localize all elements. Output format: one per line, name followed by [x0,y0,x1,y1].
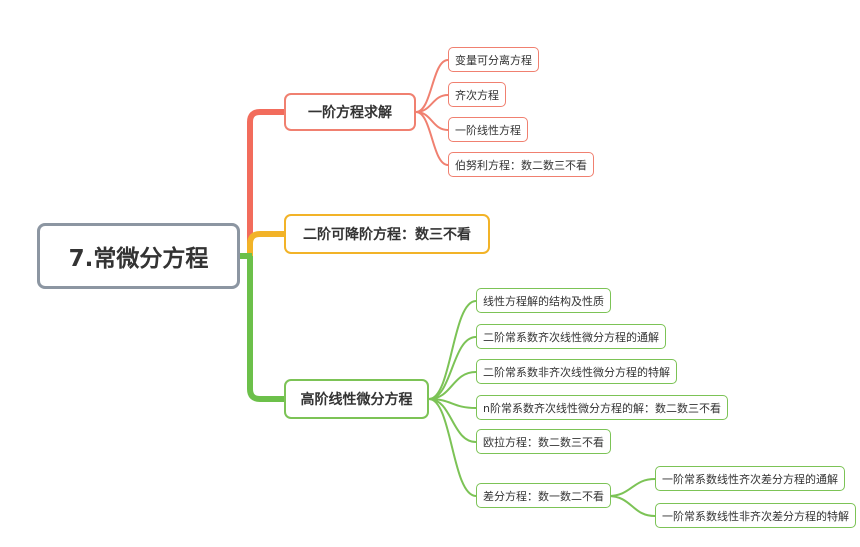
root-node[interactable]: 7.常微分方程 [37,223,240,289]
leaf-separable[interactable]: 变量可分离方程 [448,47,539,72]
leaf-nth-order[interactable]: n阶常系数齐次线性微分方程的解：数二数三不看 [476,395,728,420]
links-branch-3 [428,300,656,517]
leaf-second-order-nonhomog[interactable]: 二阶常系数非齐次线性微分方程的特解 [476,359,677,384]
links-branch-1 [415,59,449,166]
leaf-euler[interactable]: 欧拉方程：数二数三不看 [476,429,611,454]
leaf-homogeneous[interactable]: 齐次方程 [448,82,506,107]
branch-reducible-second-order[interactable]: 二阶可降阶方程：数三不看 [284,214,490,254]
subleaf-difference-nonhomog[interactable]: 一阶常系数线性非齐次差分方程的特解 [655,503,856,528]
leaf-solution-structure[interactable]: 线性方程解的结构及性质 [476,288,611,313]
branch-higher-order-linear[interactable]: 高阶线性微分方程 [284,379,429,419]
trunk-yellow [240,231,284,259]
leaf-second-order-homog[interactable]: 二阶常系数齐次线性微分方程的通解 [476,324,666,349]
trunk-red [247,109,284,256]
leaf-first-order-linear[interactable]: 一阶线性方程 [448,117,528,142]
subleaf-difference-homog[interactable]: 一阶常系数线性齐次差分方程的通解 [655,466,845,491]
trunk-green [247,256,284,402]
leaf-bernoulli[interactable]: 伯努利方程：数二数三不看 [448,152,594,177]
branch-first-order[interactable]: 一阶方程求解 [284,93,416,131]
leaf-difference[interactable]: 差分方程：数一数二不看 [476,483,611,508]
